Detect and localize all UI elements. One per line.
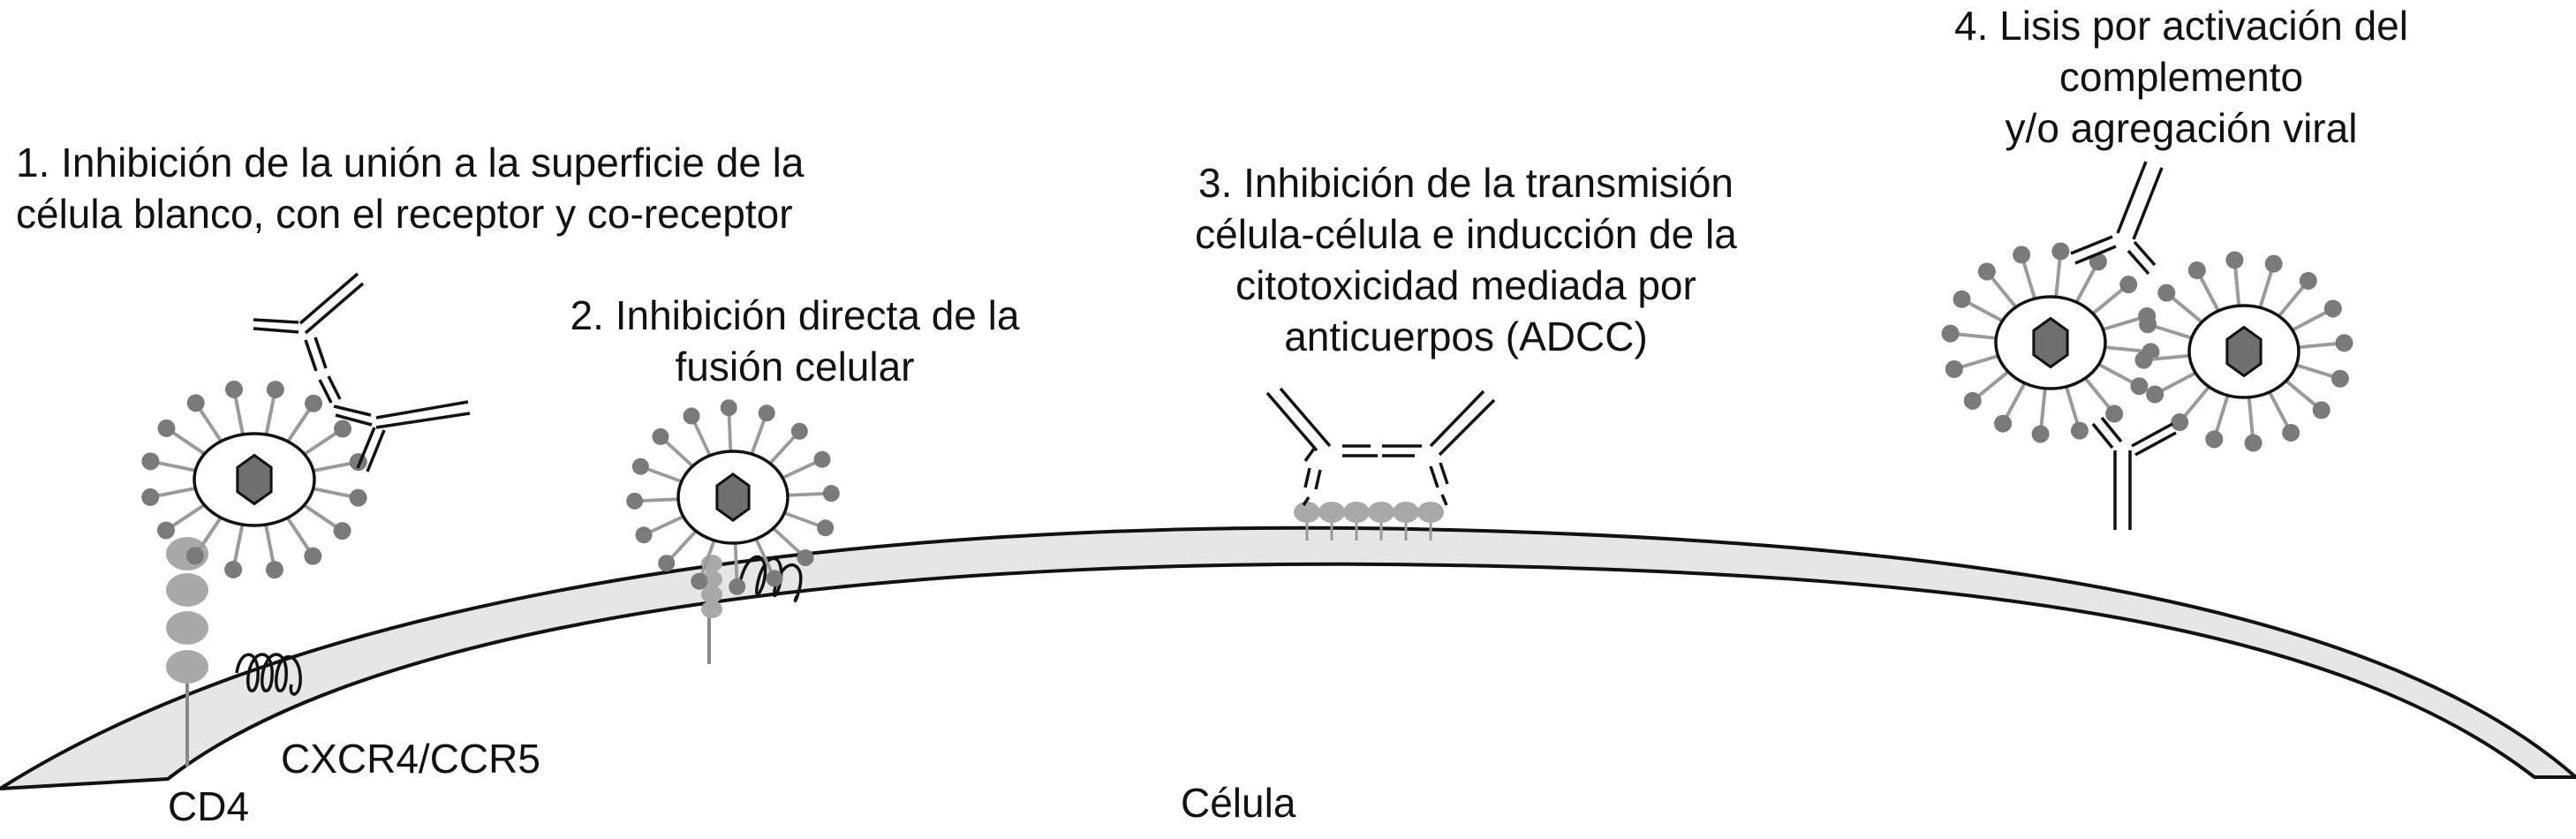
antigen-bead xyxy=(1294,502,1320,523)
capsid xyxy=(236,453,273,506)
step3-label: 3. Inhibición de la transmisión célula-c… xyxy=(1195,160,1737,359)
envelope-spike xyxy=(305,394,323,412)
envelope-spike xyxy=(186,394,205,412)
envelope-spike xyxy=(1945,360,1963,379)
step1-label: 1. Inhibición de la unión a la superfici… xyxy=(16,140,805,237)
virion-4b xyxy=(2134,251,2353,452)
envelope-spike xyxy=(2282,423,2300,442)
step4-label: 4. Lisis por activación del complemento … xyxy=(1954,3,2408,151)
step2-label: 2. Inhibición directa de la fusión celul… xyxy=(570,292,1020,389)
coreceptor-coil-1 xyxy=(235,653,302,696)
envelope-spike xyxy=(224,560,243,578)
envelope-spike xyxy=(157,419,176,437)
envelope-spike xyxy=(2244,434,2262,452)
envelope-spike xyxy=(2171,413,2189,432)
antigen-bead xyxy=(1417,502,1444,523)
envelope-spike xyxy=(2299,271,2317,290)
envelope-spike xyxy=(156,521,175,540)
envelope-spike xyxy=(790,422,808,440)
envelope-spike xyxy=(225,380,244,398)
antigen-bead xyxy=(1318,502,1345,523)
envelope-spike xyxy=(683,407,700,425)
envelope-spike xyxy=(1994,414,2013,433)
envelope-spike xyxy=(652,427,669,445)
envelope-spike xyxy=(265,561,283,579)
envelope-spike xyxy=(2013,246,2031,264)
envelope-spike xyxy=(729,578,746,595)
envelope-spike xyxy=(141,488,160,506)
envelope-spike xyxy=(1953,290,1971,308)
antibody-pair-3 xyxy=(1265,387,1496,540)
envelope-spike xyxy=(2335,334,2353,352)
envelope-spike xyxy=(185,547,204,565)
envelope-spike xyxy=(2264,254,2283,273)
envelope-spike xyxy=(2119,276,2138,294)
envelope-spike xyxy=(631,457,649,475)
envelope-spike xyxy=(2051,242,2070,261)
virion-4a xyxy=(1941,242,2160,443)
antigen-bead xyxy=(1343,502,1370,523)
coreceptor-label: CXCR4/CCR5 xyxy=(281,736,540,782)
envelope-spike xyxy=(766,570,783,587)
envelope-spike xyxy=(334,420,352,438)
capsid xyxy=(2032,316,2069,369)
capsid xyxy=(715,472,751,522)
envelope-spike xyxy=(2070,421,2089,440)
envelope-spike xyxy=(2031,425,2050,443)
envelope-spike xyxy=(817,519,835,537)
antibody-pair-1 xyxy=(253,272,471,472)
envelope-spike xyxy=(349,488,367,507)
envelope-spike xyxy=(2157,283,2176,302)
envelope-spike xyxy=(813,450,831,468)
envelope-spike xyxy=(2323,299,2342,318)
envelope-spike xyxy=(626,492,644,510)
envelope-spike xyxy=(797,549,814,567)
antibody-upper-4 xyxy=(2070,161,2164,276)
envelope-spike xyxy=(266,381,284,399)
envelope-spike xyxy=(691,572,708,590)
envelope-spike xyxy=(822,485,840,503)
antibody-lower-4 xyxy=(2091,416,2177,530)
envelope-spike xyxy=(141,452,160,471)
envelope-spike xyxy=(2146,385,2164,404)
envelope-spike xyxy=(658,555,676,572)
virion-1 xyxy=(141,380,367,579)
envelope-spike xyxy=(2330,369,2349,388)
membrane-bound-antigens xyxy=(1294,502,1444,540)
envelope-spike xyxy=(2187,261,2206,280)
envelope-spike xyxy=(333,522,351,540)
virion-2 xyxy=(626,399,840,595)
envelope-spike xyxy=(758,404,775,422)
antigen-bead xyxy=(1393,502,1419,523)
envelope-spike xyxy=(1963,391,1982,410)
cd4-label: CD4 xyxy=(168,783,250,829)
envelope-spike xyxy=(2134,351,2153,369)
envelope-spike xyxy=(2105,404,2124,423)
envelope-spike xyxy=(2139,315,2157,334)
envelope-spike xyxy=(2312,401,2330,420)
envelope-spike xyxy=(1941,324,1960,343)
envelope-spike xyxy=(304,547,322,565)
envelope-spike xyxy=(2089,253,2107,271)
coreceptor-coil-2 xyxy=(738,555,803,603)
cell-label: Célula xyxy=(1181,780,1296,826)
envelope-spike xyxy=(720,399,737,417)
envelope-spike xyxy=(1977,262,1996,281)
capsid xyxy=(2225,325,2262,378)
envelope-spike xyxy=(2205,430,2224,449)
envelope-spike xyxy=(2225,251,2244,269)
envelope-spike xyxy=(2130,377,2149,396)
antigen-bead xyxy=(1368,502,1394,523)
envelope-spike xyxy=(635,526,653,544)
